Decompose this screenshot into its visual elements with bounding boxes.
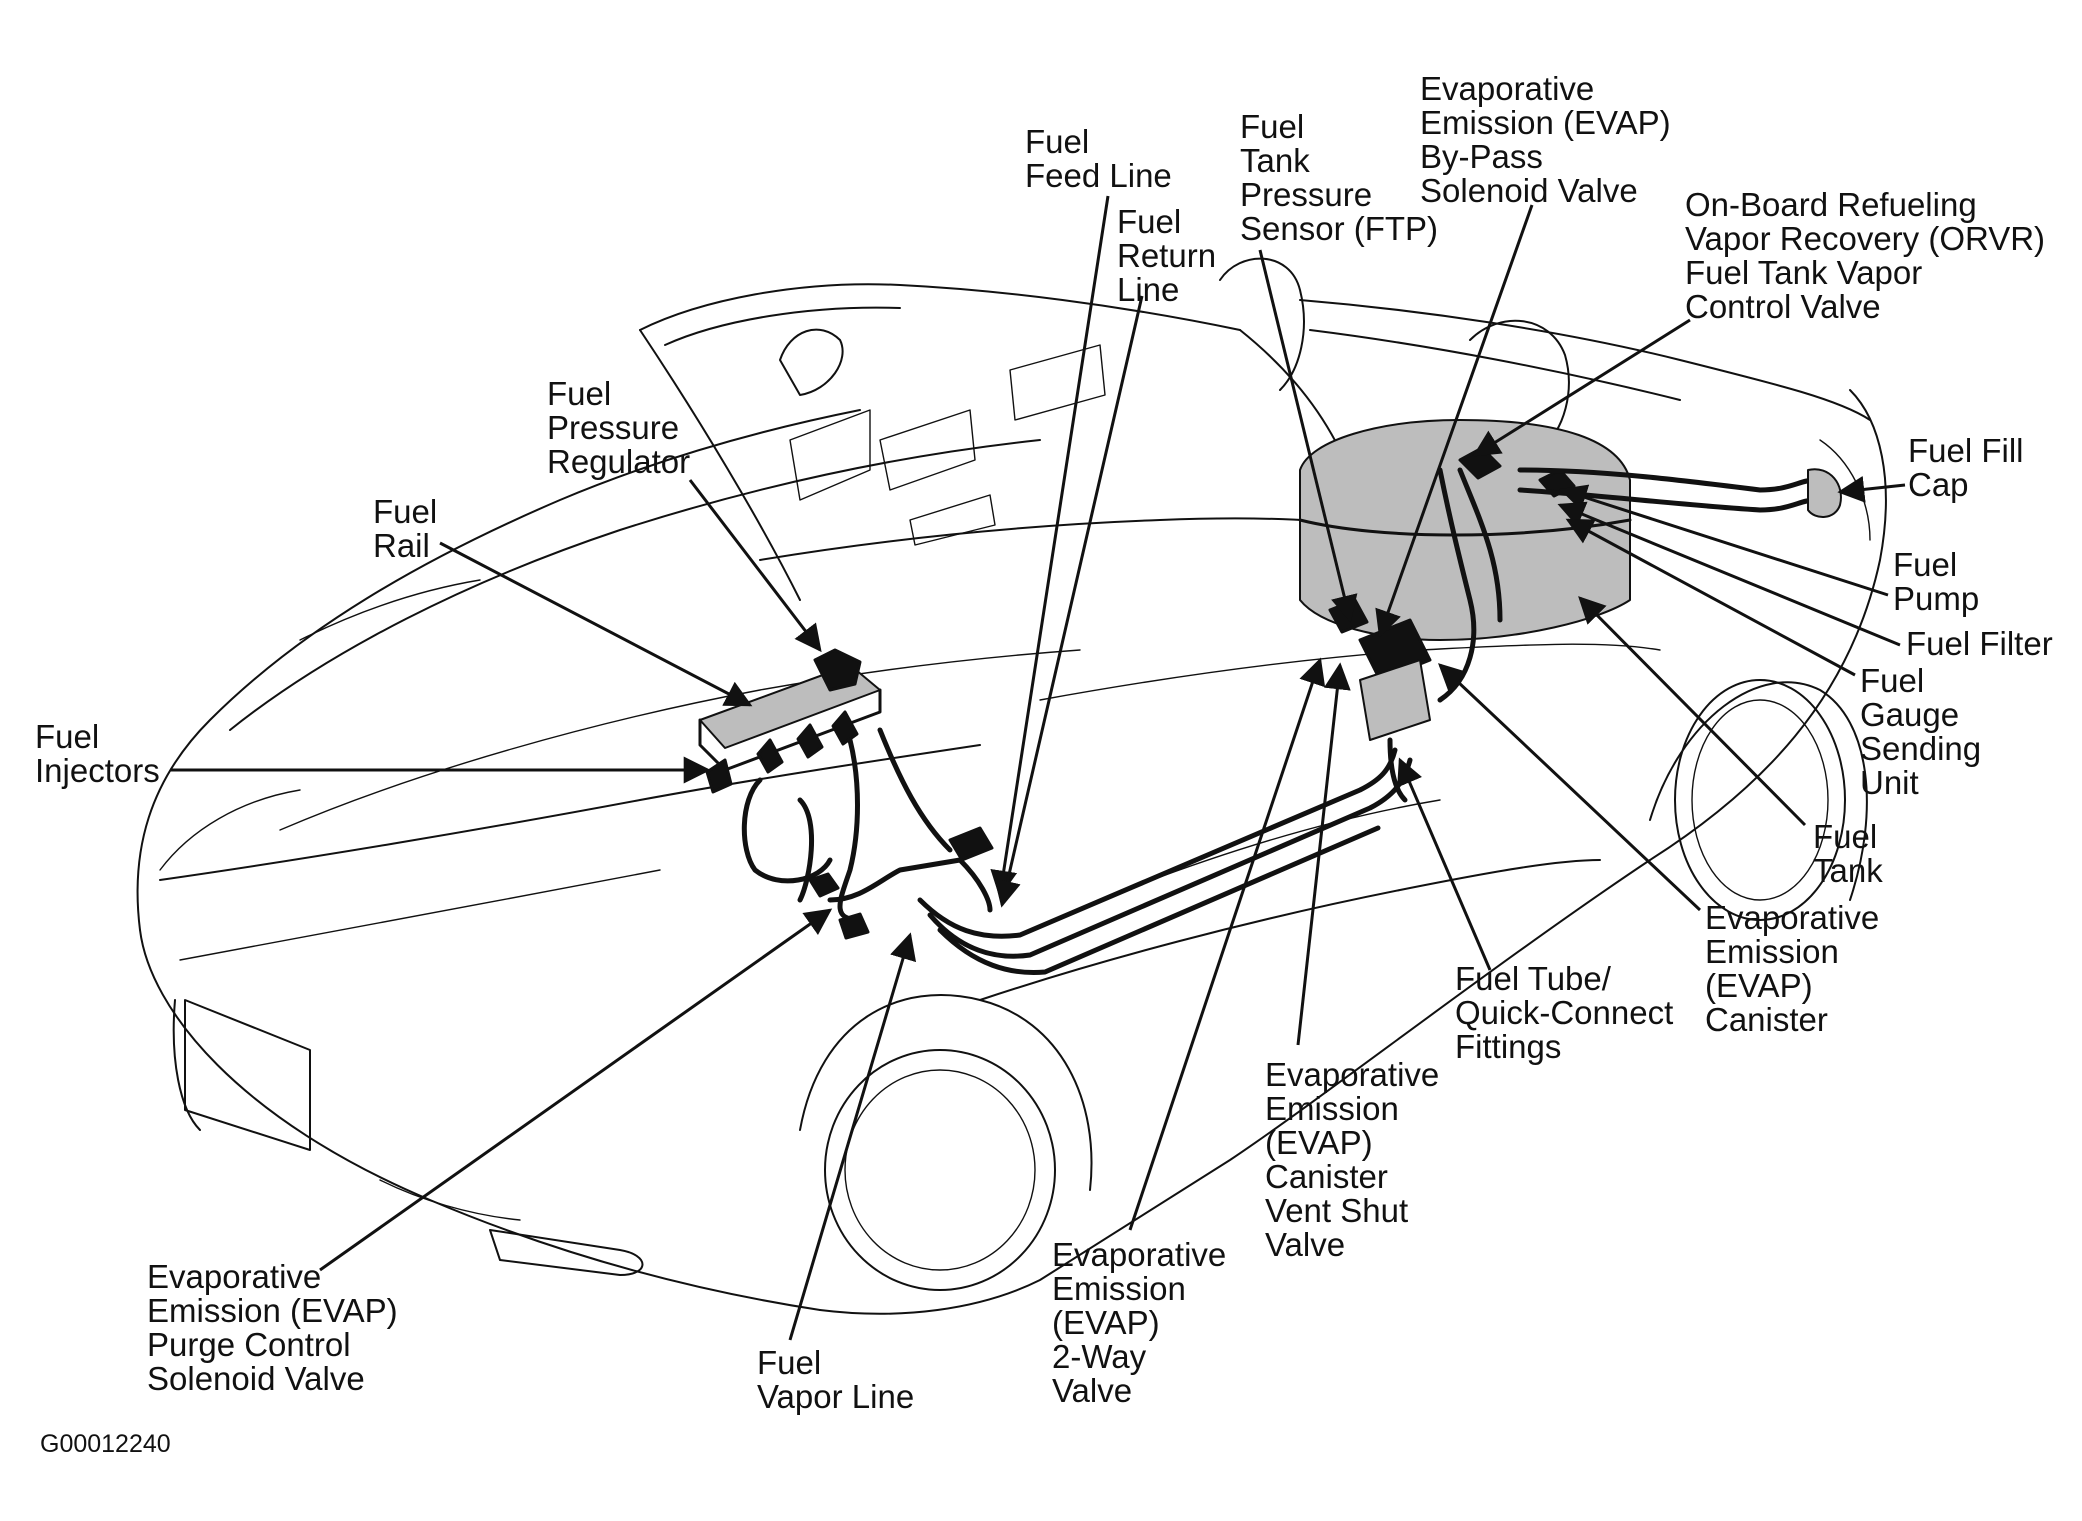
label-fuel-return-line: Fuel Return Line — [1117, 203, 1217, 308]
leader-evap-bypass-solenoid-valve — [1375, 204, 1534, 638]
label-fuel-filter: Fuel Filter — [1906, 625, 2053, 662]
label-orvr-fuel-tank-vapor-control-valve: On-Board Refueling Vapor Recovery (ORVR)… — [1685, 186, 2046, 325]
label-fuel-tube-quick-connect-fittings: Fuel Tube/ Quick-Connect Fittings — [1455, 960, 1674, 1065]
label-evap-2-way-valve: Evaporative Emission (EVAP) 2-Way Valve — [1052, 1236, 1227, 1409]
label-fuel-tank-pressure-sensor: Fuel Tank Pressure Sensor (FTP) — [1240, 108, 1439, 247]
leader-orvr-valve — [1472, 318, 1691, 457]
leader-fuel-pump — [1559, 484, 1889, 597]
leader-fuel-tank — [1578, 596, 1807, 827]
leader-lines — [170, 195, 1906, 1341]
figure-id: G00012240 — [40, 1430, 171, 1458]
leader-fuel-tank-pressure-sensor — [1258, 249, 1358, 623]
car-body-outline — [136, 257, 1887, 1315]
label-evap-canister-vent-shut-valve: Evaporative Emission (EVAP) Canister Ven… — [1265, 1056, 1440, 1263]
leader-evap-purge-control-solenoid-valve — [319, 908, 833, 1272]
leader-fuel-feed-line — [990, 195, 1110, 898]
label-evap-canister: Evaporative Emission (EVAP) Canister — [1705, 899, 1880, 1038]
leader-fuel-return-line — [994, 295, 1144, 908]
leader-fuel-pressure-regulator — [688, 479, 822, 653]
label-evap-purge-control-solenoid-valve: Evaporative Emission (EVAP) Purge Contro… — [147, 1258, 398, 1397]
label-fuel-pressure-regulator: Fuel Pressure Regulator — [547, 375, 691, 480]
label-fuel-vapor-line: Fuel Vapor Line — [757, 1344, 915, 1415]
label-fuel-injectors: Fuel Injectors — [35, 718, 160, 789]
label-evap-bypass-solenoid-valve: Evaporative Emission (EVAP) By-Pass Sole… — [1420, 70, 1671, 209]
label-fuel-tank: Fuel Tank — [1813, 818, 1883, 889]
leader-fuel-tube-quick-connect — [1397, 757, 1492, 971]
leader-fuel-gauge-sending-unit — [1565, 518, 1856, 677]
label-fuel-rail: Fuel Rail — [373, 493, 438, 564]
label-fuel-gauge-sending-unit: Fuel Gauge Sending Unit — [1860, 662, 1982, 801]
leader-evap-canister — [1438, 663, 1702, 912]
leader-evap-2-way-valve — [1128, 657, 1326, 1231]
leader-evap-canister-vent-shut-valve — [1296, 662, 1351, 1046]
leader-fuel-vapor-line — [788, 932, 917, 1341]
leader-fuel-fill-cap — [1837, 475, 1906, 503]
label-fuel-feed-line: Fuel Feed Line — [1025, 123, 1172, 194]
leader-fuel-rail — [439, 541, 753, 707]
label-fuel-pump: Fuel Pump — [1893, 546, 1980, 617]
fuel-system-components — [698, 419, 1842, 975]
leader-fuel-filter — [1557, 501, 1901, 647]
label-fuel-fill-cap: Fuel Fill Cap — [1908, 432, 2024, 503]
